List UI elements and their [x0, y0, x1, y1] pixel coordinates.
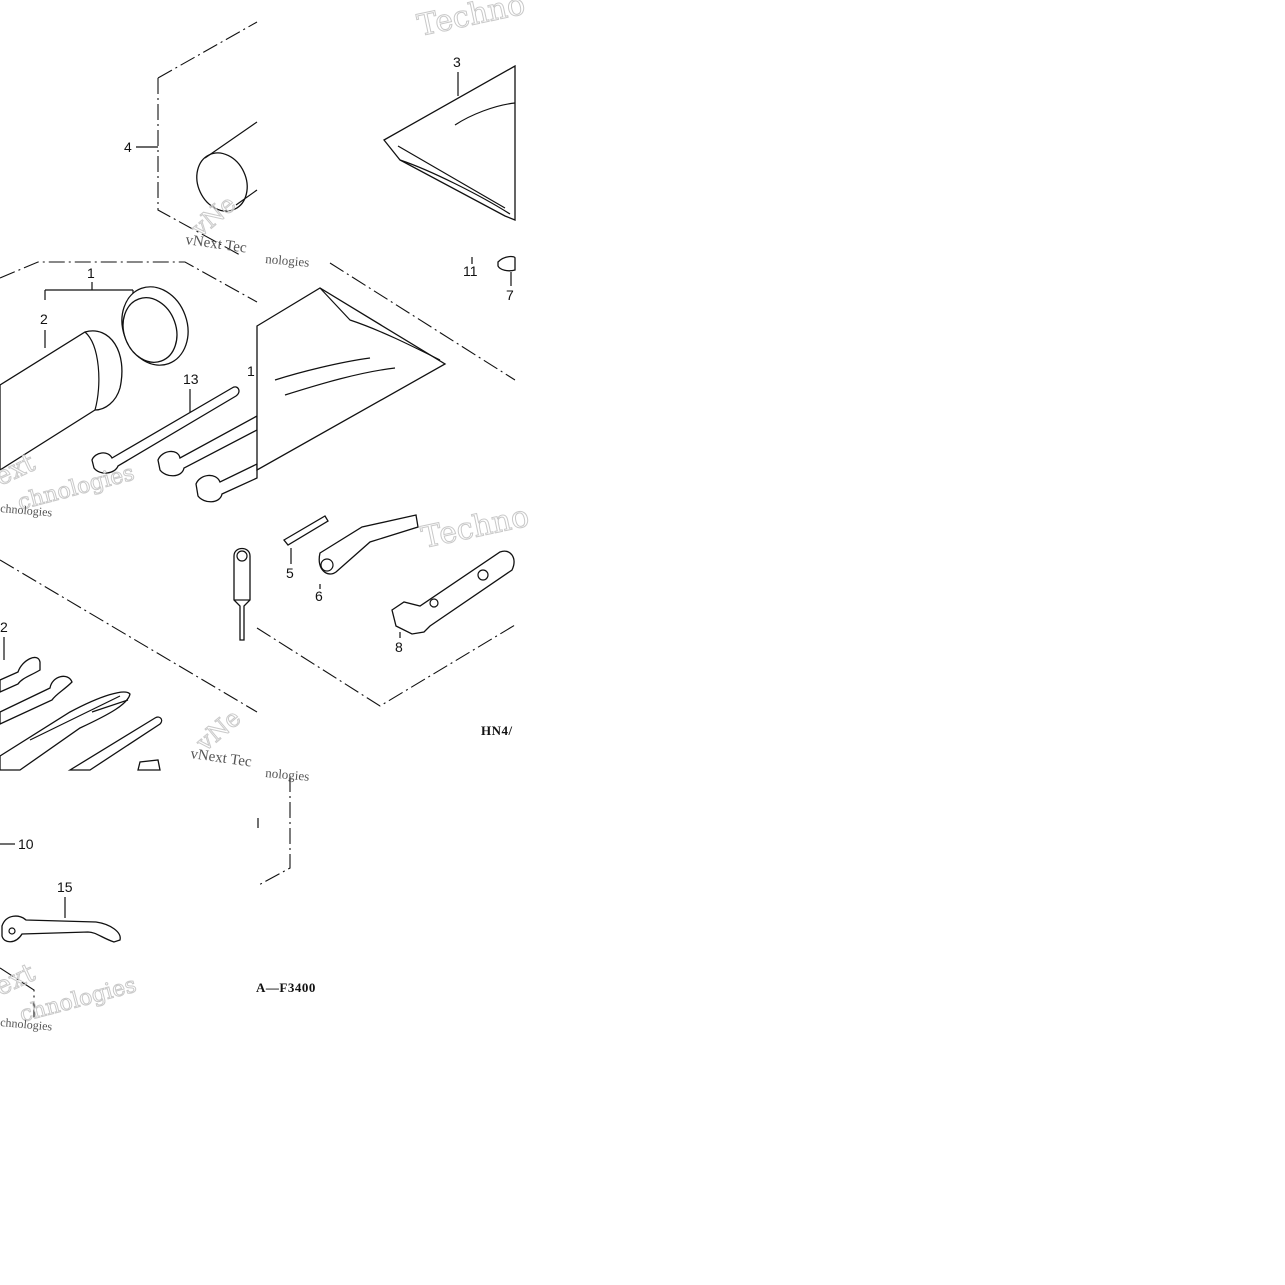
panel-spanner: 10 15 A—F3400 — [0, 836, 316, 1020]
screwdriver-bit — [283, 515, 329, 546]
wrench-b — [195, 462, 258, 503]
tool-bag — [383, 64, 516, 221]
callout-6: 6 — [315, 588, 323, 604]
svg-text:chnologies: chnologies — [0, 501, 53, 520]
pliers — [0, 691, 131, 771]
svg-text:nologies: nologies — [265, 251, 310, 270]
svg-text:vNext Tec: vNext Tec — [184, 232, 248, 256]
callout-8: 8 — [395, 639, 403, 655]
wrench-c — [0, 656, 41, 693]
callout-7: 7 — [506, 287, 514, 303]
manual-bag — [256, 287, 447, 472]
svg-text:Techno: Techno — [414, 0, 528, 44]
wrench-d — [0, 675, 73, 725]
callout-13: 13 — [183, 371, 199, 387]
callout-1b: 1 — [247, 363, 255, 379]
callout-5: 5 — [286, 565, 294, 581]
tool-case-body — [0, 330, 123, 471]
small-nut — [497, 255, 516, 272]
callout-12: 2 — [0, 619, 8, 635]
callout-11: 11 — [463, 263, 478, 279]
panel-pliers: 2 — [0, 547, 258, 771]
panel-owners-manual — [256, 262, 516, 472]
panel-socket-tools: 5 6 8 HN4/ — [256, 514, 516, 738]
diagram-code-bottom: A—F3400 — [256, 980, 316, 995]
svg-text:vNext Tec: vNext Tec — [189, 746, 253, 770]
callout-3: 3 — [453, 54, 461, 70]
callout-10: 10 — [18, 836, 34, 852]
svg-text:chnologies: chnologies — [0, 1015, 53, 1034]
callout-1: 1 — [87, 265, 95, 281]
diagram-code-top: HN4/ — [481, 723, 513, 738]
callout-4: 4 — [124, 139, 132, 155]
box-wrench — [391, 550, 515, 635]
panel-tool-bag: 3 11 7 — [383, 54, 516, 303]
spanner-15 — [1, 915, 121, 943]
callout-15: 15 — [57, 879, 73, 895]
screwdriver-handle — [233, 547, 251, 641]
screwdriver — [67, 716, 163, 771]
svg-text:nologies: nologies — [265, 765, 310, 784]
panel-outline — [256, 776, 291, 887]
tool-case-tube — [196, 121, 258, 212]
svg-text:Techno: Techno — [418, 499, 532, 556]
socket-extension — [318, 514, 419, 575]
panel-wrench-set: 1 2 13 1 — [0, 261, 258, 503]
tool-case-cap — [121, 286, 189, 366]
wrench-13 — [91, 386, 240, 474]
callout-2: 2 — [40, 311, 48, 327]
panel-tool-case: 4 — [124, 21, 258, 256]
